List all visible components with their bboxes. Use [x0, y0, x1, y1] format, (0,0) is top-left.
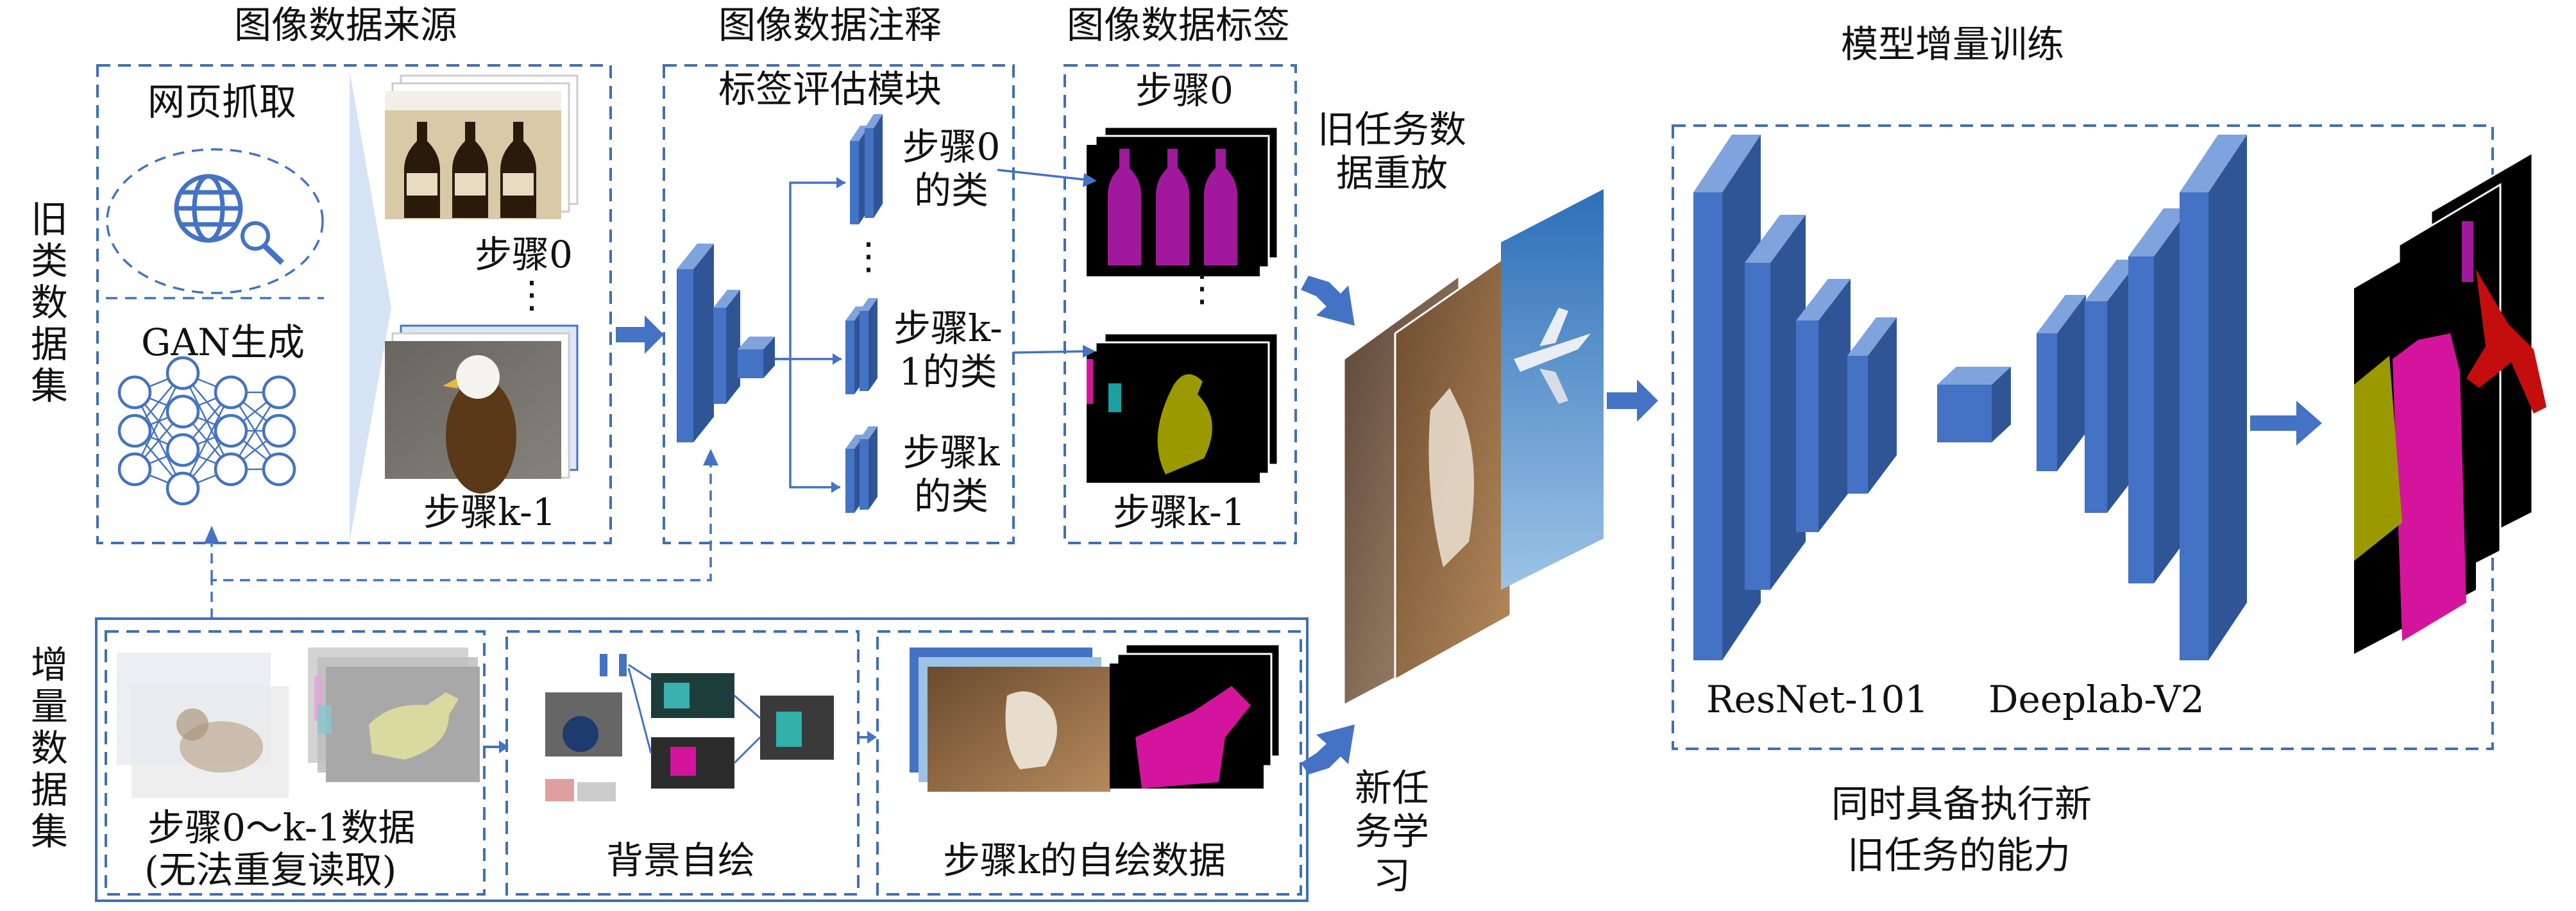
section-title-labels: 图像数据标签 — [1067, 3, 1291, 47]
globe-search-icon — [174, 174, 285, 265]
stepk-selfdraw-label: 步骤k的自绘数据 — [943, 839, 1226, 882]
stepk-horse-mask — [1110, 643, 1281, 789]
labels-group-box — [1063, 64, 1297, 544]
arrow-source-to-annotate — [616, 315, 664, 354]
encoder-block-4 — [1847, 317, 1897, 494]
flow-arrows — [204, 169, 2322, 774]
decoder-label: Deeplab-V2 — [1988, 678, 2205, 721]
encoder-block-3 — [1796, 279, 1851, 532]
past-data-box — [105, 630, 486, 896]
annot-block-1 — [677, 244, 714, 442]
annot-tree-lines — [775, 181, 845, 489]
replay-label: 旧任务数据重放 — [1317, 108, 1466, 196]
step0-mask-stack — [1087, 126, 1279, 276]
bg-selfdraw-schematic — [545, 654, 834, 801]
encoder-label: ResNet-101 — [1706, 678, 1929, 721]
annotate-group-box — [663, 64, 1015, 544]
labels-stepk1: 步骤k-1 — [1113, 490, 1246, 534]
arrow-past-to-bg — [486, 740, 509, 753]
source-step0-label: 步骤0 — [475, 233, 573, 276]
stepk1-mask-stack — [1087, 332, 1279, 483]
sparrow-mask-image — [308, 648, 480, 782]
branch-stepk-classes: 步骤k的类 — [902, 431, 1000, 519]
arrow-feedback-loop — [210, 462, 712, 619]
eagle-image — [385, 324, 579, 494]
past-data-label-2: (无法重复读取) — [144, 848, 397, 892]
arrow-data-to-model — [1607, 380, 1658, 422]
past-data-label-1: 步骤0～k-1数据 — [148, 806, 416, 849]
labels-step0: 步骤0 — [1135, 69, 1233, 112]
ability-label-2: 旧任务的能力 — [1847, 833, 2071, 877]
web-ellipse — [106, 148, 324, 294]
bottleneck-block — [1937, 367, 2011, 442]
arrow-replay — [1301, 276, 1355, 326]
branch-stepk1-classes: 步骤k-1的类 — [894, 306, 1003, 394]
decoder-block-1 — [2037, 295, 2086, 471]
source-stepk1-label: 步骤k-1 — [423, 490, 556, 534]
source-funnel-shape — [350, 71, 391, 542]
annotate-dots: ⋮ — [850, 234, 887, 278]
annot-block-3 — [738, 337, 775, 378]
neural-network-icon — [117, 356, 296, 506]
labels-dots: ⋮ — [1183, 266, 1221, 310]
branch-step0-classes: 步骤0的类 — [902, 125, 1001, 213]
old-dataset-label: 旧类数据集 — [30, 197, 68, 408]
arrow-model-to-output — [2250, 401, 2322, 446]
annot-branch-block-2b — [860, 298, 877, 391]
label-evaluation-network — [677, 114, 883, 513]
ability-label-1: 同时具备执行新 — [1831, 782, 2092, 826]
new-task-label: 新任务学习 — [1354, 766, 1429, 898]
section-title-annotate: 图像数据注释 — [718, 3, 942, 47]
arrow-bg-to-stepk — [860, 731, 877, 744]
sparrow-image — [117, 653, 289, 798]
incremental-dataset-label: 增量数据集 — [30, 643, 68, 853]
source-group-box — [96, 64, 612, 544]
source-dots: ⋮ — [513, 272, 550, 316]
output-mask-stack — [2354, 151, 2546, 654]
annot-block-2 — [713, 290, 740, 404]
beer-bottles-image — [385, 74, 579, 219]
section-title-train: 模型增量训练 — [1841, 22, 2065, 66]
section-title-source: 图像数据来源 — [234, 3, 458, 47]
gan-label: GAN生成 — [141, 321, 305, 364]
stepk-horse-image — [910, 648, 1110, 792]
annot-branch-block-1b — [865, 114, 883, 218]
bg-selfdraw-box — [505, 630, 860, 896]
replay-image-stack — [1343, 189, 1604, 707]
decoder-block-4 — [2180, 135, 2247, 660]
label-eval-module-label: 标签评估模块 — [718, 67, 942, 111]
web-crawl-label: 网页抓取 — [148, 80, 297, 124]
bg-selfdraw-label: 背景自绘 — [606, 839, 756, 882]
segmentation-model-blocks — [1693, 135, 2247, 660]
annot-branch-block-3b — [860, 426, 877, 510]
arrow-new-task — [1301, 724, 1355, 774]
